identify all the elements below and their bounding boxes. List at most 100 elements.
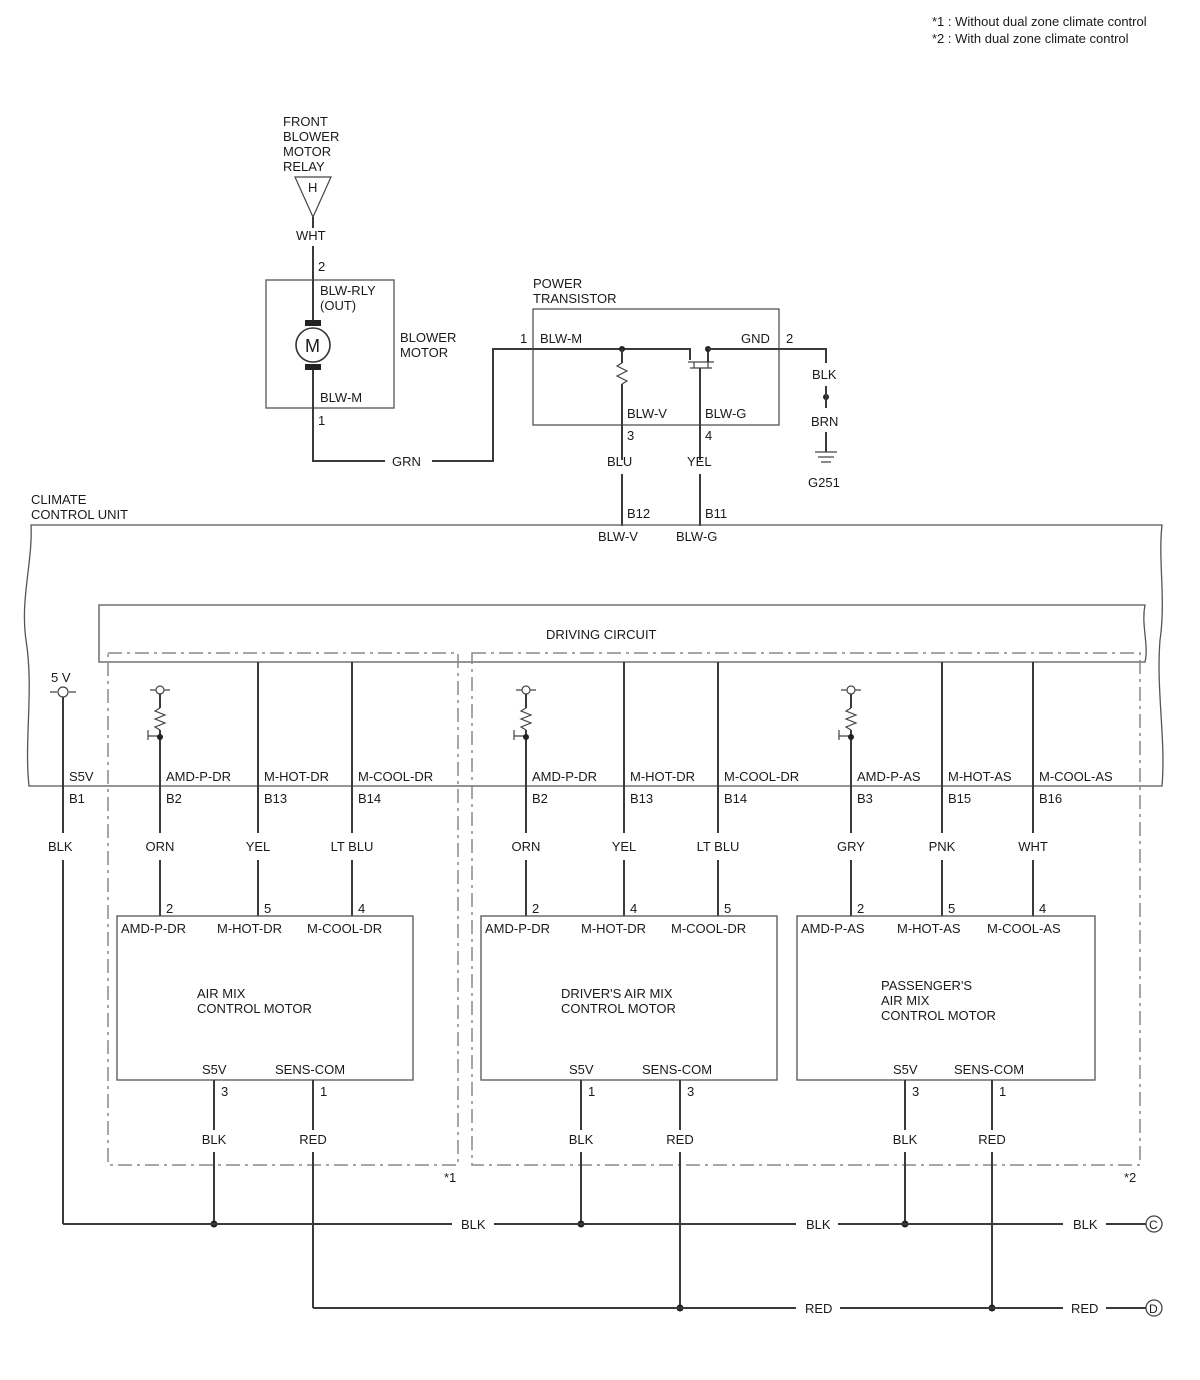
motor-sens-wire-color: RED (299, 1132, 326, 1147)
front-blower-motor-relay: FRONT BLOWER MOTOR RELAY H WHT (283, 114, 339, 280)
ground-icon (815, 451, 837, 463)
motor-terminal-label: AMD-P-DR (121, 921, 186, 936)
motor-group-1: AMD-P-DRB2ORN2M-HOT-DRB13YEL5M-COOL-DRB1… (116, 662, 433, 1308)
unit-pin-label: AMD-P-DR (532, 769, 597, 784)
unit-pin-label: AMD-P-AS (857, 769, 921, 784)
motor-sens-wire-color: RED (978, 1132, 1005, 1147)
blower-bottom-label: BLW-M (320, 390, 362, 405)
motor-name-line: PASSENGER'S (881, 978, 972, 993)
motor-terminal-label: M-HOT-DR (217, 921, 282, 936)
connector-c (1145, 1215, 1163, 1233)
motor-sens-pin: 1 (999, 1084, 1006, 1099)
motor-name-line: CONTROL MOTOR (561, 1001, 676, 1016)
ground-g251: BLK BRN G251 (808, 367, 840, 490)
unit-pin-label: M-HOT-DR (264, 769, 329, 784)
unit-pin-label: M-HOT-AS (948, 769, 1012, 784)
s5v-wire-blk: BLK (48, 839, 73, 854)
motor-sens-label: SENS-COM (642, 1062, 712, 1077)
climate-control-unit: CLIMATE CONTROL UNIT B12 B11 BLW-V BLW-G… (23, 492, 1164, 787)
motor-name-line: CONTROL MOTOR (197, 1001, 312, 1016)
s5v-pin-b1: B1 (69, 791, 85, 806)
power-transistor: POWER TRANSISTOR 1 BLW-M GND 2 BLW-V BLW… (520, 276, 827, 526)
unit-name-1: CLIMATE (31, 492, 87, 507)
potentiometer-terminal-icon (521, 685, 531, 695)
note-2: *2 : With dual zone climate control (932, 31, 1129, 46)
motor-terminal-label: M-COOL-DR (671, 921, 746, 936)
motor-pin-number: 2 (532, 901, 539, 916)
relay-name-line-3: MOTOR (283, 144, 331, 159)
grn-wire-label: GRN (392, 454, 421, 469)
relay-terminal-letter: H (308, 180, 317, 195)
motor-s5v-label: S5V (893, 1062, 918, 1077)
transistor-pin-1: 1 (520, 331, 527, 346)
motor-pin-number: 5 (948, 901, 955, 916)
wire-color-label: ORN (146, 839, 175, 854)
motor-symbol: M (305, 336, 320, 356)
blower-top-label: BLW-RLY (320, 283, 376, 298)
s5v-label: S5V (69, 769, 94, 784)
potentiometer-terminal-icon (846, 685, 856, 695)
motor-brush-top (305, 320, 321, 326)
relay-terminal-symbol (294, 176, 332, 219)
motor-name-line: DRIVER'S AIR MIX (561, 986, 673, 1001)
wire-color-label: LT BLU (697, 839, 740, 854)
option-note-2: *2 (1124, 1170, 1136, 1185)
unit-pin-label: M-HOT-DR (630, 769, 695, 784)
wire-color-label: ORN (512, 839, 541, 854)
transistor-pin-4: 4 (705, 428, 712, 443)
note-1: *1 : Without dual zone climate control (932, 14, 1147, 29)
bus-blk-label-1: BLK (461, 1217, 486, 1232)
motor-pin-number: 2 (166, 901, 173, 916)
motor-s5v-pin: 1 (588, 1084, 595, 1099)
air-mix-motor-box (480, 915, 778, 1081)
motor-group-3: AMD-P-ASB3GRY2M-HOT-ASB15PNK5M-COOL-ASB1… (796, 662, 1113, 1312)
unit-pin-label: AMD-P-DR (166, 769, 231, 784)
blower-top-label-sub: (OUT) (320, 298, 356, 313)
transistor-pin-2: 2 (786, 331, 793, 346)
bus-red-label-1: RED (805, 1301, 832, 1316)
connector-d (1145, 1299, 1163, 1317)
transistor-pin-3: 3 (627, 428, 634, 443)
motor-sens-pin: 1 (320, 1084, 327, 1099)
unit-pin-label: M-COOL-AS (1039, 769, 1113, 784)
air-mix-motor-box (116, 915, 414, 1081)
motor-terminal-label: M-COOL-AS (987, 921, 1061, 936)
unit-pin-number: B15 (948, 791, 971, 806)
unit-pin-number: B13 (264, 791, 287, 806)
bus-blk-label-2: BLK (806, 1217, 831, 1232)
connector-c-label: C (1149, 1218, 1158, 1232)
junction-dot (157, 734, 163, 740)
wire-color-label: LT BLU (331, 839, 374, 854)
blu-wire-label: BLU (607, 454, 632, 469)
motor-pin-number: 5 (724, 901, 731, 916)
unit-pin-number: B2 (532, 791, 548, 806)
unit-label-blw-v: BLW-V (598, 529, 638, 544)
option-note-1: *1 (444, 1170, 456, 1185)
wire-color-label: YEL (612, 839, 637, 854)
potentiometer-icon (153, 707, 167, 731)
driving-circuit-label: DRIVING CIRCUIT (546, 627, 657, 642)
unit-pin-label: M-COOL-DR (724, 769, 799, 784)
relay-wire-color: WHT (296, 228, 326, 243)
bus-blk-label-3: BLK (1073, 1217, 1098, 1232)
potentiometer-icon (844, 707, 858, 731)
unit-pin-number: B16 (1039, 791, 1062, 806)
motor-sens-pin: 3 (687, 1084, 694, 1099)
blower-pin-2: 2 (318, 259, 325, 274)
motor-s5v-wire-color: BLK (569, 1132, 594, 1147)
motor-sens-label: SENS-COM (954, 1062, 1024, 1077)
unit-pin-number: B2 (166, 791, 182, 806)
unit-name-2: CONTROL UNIT (31, 507, 128, 522)
unit-pin-number: B14 (358, 791, 381, 806)
unit-outline (23, 524, 1164, 787)
motor-icon (295, 327, 331, 363)
motor-terminal-label: M-HOT-DR (581, 921, 646, 936)
motor-sens-label: SENS-COM (275, 1062, 345, 1077)
unit-pin-number: B13 (630, 791, 653, 806)
motor-terminal-label: M-COOL-DR (307, 921, 382, 936)
motor-pin-number: 4 (630, 901, 637, 916)
air-mix-motor-box (796, 915, 1096, 1081)
motor-sens-wire-color: RED (666, 1132, 693, 1147)
transistor-name-2: TRANSISTOR (533, 291, 617, 306)
